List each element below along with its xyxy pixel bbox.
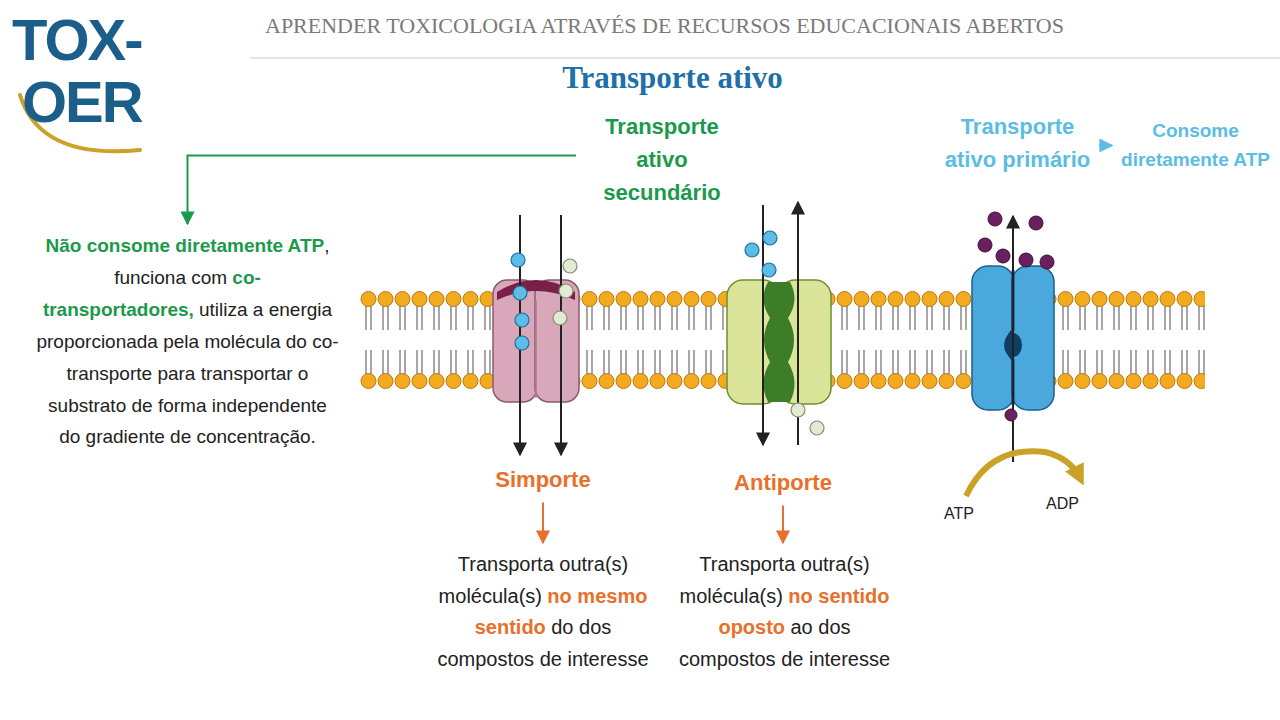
primary-description: Consome diretamente ATP — [1118, 116, 1273, 175]
logo-text: TOX- — [12, 8, 142, 72]
transport-arrow-part — [1012, 216, 1014, 462]
adp-label: ADP — [1046, 495, 1079, 513]
blue-molecule-part — [511, 253, 525, 267]
blue-molecule-part — [515, 336, 529, 350]
blue-molecule-part — [763, 231, 777, 245]
text-block: Transporta outra(s) molécula(s)no mesmo … — [428, 549, 658, 675]
header-rule — [250, 57, 1280, 59]
emphasis-text: Transporte ativo secundário — [603, 114, 720, 205]
logo-text: OER — [22, 70, 142, 134]
text-block: Transporta outra(s) molécula(s)no sentid… — [672, 549, 897, 675]
emphasis-text: Transporte ativo primário — [945, 114, 1090, 172]
pale-molecule-part — [563, 259, 577, 273]
text-block: Antiporte — [703, 469, 863, 498]
emphasis-text: Não consome diretamente ATP — [45, 235, 324, 256]
pale-molecule-part — [553, 311, 567, 325]
connector-arrow — [188, 156, 577, 225]
pale-molecule-part — [791, 403, 805, 417]
purple-molecule-part — [1019, 253, 1033, 267]
text-block: Consome diretamente ATP — [1118, 116, 1273, 175]
antiport-heading: Antiporte — [703, 469, 863, 498]
transport-arrow-part — [560, 215, 562, 455]
pale-molecule-part — [559, 284, 573, 298]
pale-molecule-part — [810, 421, 824, 435]
purple-molecule-part — [1040, 255, 1054, 269]
symporter-protein — [493, 280, 579, 402]
blue-molecule-part — [513, 286, 527, 300]
atp-hydrolysis-arrow — [966, 451, 1080, 496]
text-block: Transporte ativo primário — [940, 110, 1095, 176]
purple-molecule-part — [1005, 409, 1017, 421]
text-block: Transporte ativo secundário — [582, 110, 742, 209]
simport-heading: Simporte — [463, 466, 623, 495]
purple-molecule-part — [988, 212, 1002, 226]
symporter-protein-part — [535, 300, 537, 398]
blue-molecule — [511, 231, 777, 350]
transport-arrow-part — [519, 215, 521, 455]
symporter-protein-part — [497, 280, 575, 300]
connector-arrow — [782, 506, 784, 543]
purple-molecule-part — [1029, 216, 1043, 230]
pale-molecule — [553, 259, 824, 435]
connector-arrow — [1099, 144, 1112, 146]
connector-arrow — [542, 503, 544, 543]
slide-title: Transporte ativo — [440, 60, 905, 96]
header-text: APRENDER TOXICOLOGIA ATRAVÉS DE RECURSOS… — [265, 14, 1064, 38]
antiporter-protein-part — [763, 282, 794, 402]
emphasis-text: Consome diretamente ATP — [1121, 120, 1270, 170]
blue-molecule-part — [762, 263, 776, 277]
antiporter-protein — [727, 280, 831, 404]
simport-description: Transporta outra(s) molécula(s)no mesmo … — [428, 549, 658, 675]
emphasis-text: Antiporte — [734, 470, 832, 495]
emphasis-text: Simporte — [495, 467, 590, 492]
secondary-description: Não consome diretamente ATP, funciona co… — [35, 230, 340, 453]
body-text: utiliza a energia proporcionada pela mol… — [36, 299, 338, 448]
primary-heading: Transporte ativo primário — [940, 110, 1095, 176]
transport-arrow — [520, 202, 1013, 462]
purple-molecule-part — [978, 238, 992, 252]
text-block: Simporte — [463, 466, 623, 495]
blue-molecule-part — [745, 243, 759, 257]
antiport-description: Transporta outra(s) molécula(s)no sentid… — [672, 549, 897, 675]
blue-molecule-part — [515, 313, 529, 327]
text-block: Não consome diretamente ATP, funciona co… — [35, 230, 340, 453]
purple-molecule-part — [996, 249, 1010, 263]
secondary-heading: Transporte ativo secundário — [582, 110, 742, 209]
purple-molecule — [978, 212, 1054, 421]
atp-label: ATP — [944, 505, 974, 523]
